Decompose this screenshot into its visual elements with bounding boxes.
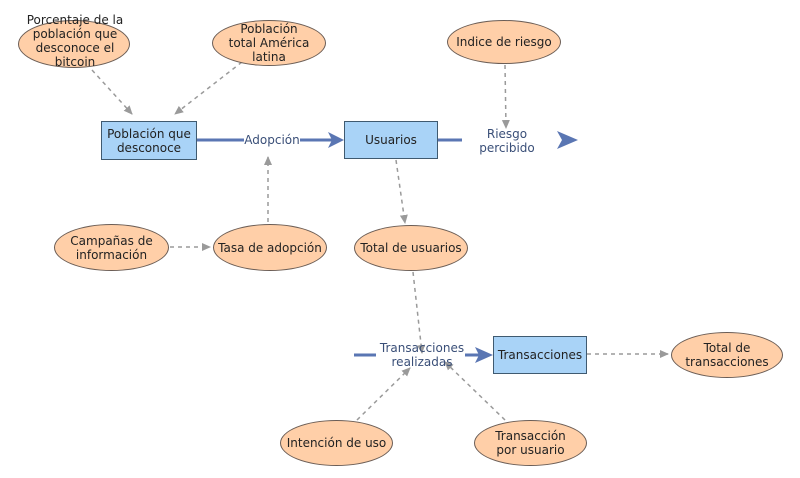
- converter-tasa-adopcion: Tasa de adopción: [213, 224, 327, 271]
- flow-label-adopcion: Adopción: [244, 133, 300, 147]
- converter-intencion-uso: Intención de uso: [280, 420, 393, 466]
- flow-arrowhead-adopcion: [328, 132, 344, 148]
- label-porcentaje: Porcentaje de la población que desconoce…: [26, 13, 124, 69]
- converter-campanas: Campañas de información: [54, 224, 169, 271]
- converter-total-transacciones: Total de transacciones: [671, 332, 783, 378]
- stock-transacciones: Transacciones: [493, 336, 587, 374]
- stock-usuarios: Usuarios: [344, 121, 438, 159]
- link-porcentaje-to-poblacion: [91, 69, 133, 115]
- flow-arrowhead-riesgo: [557, 131, 578, 149]
- flow-label-transacciones-realizadas: Transacciones realizadas: [379, 341, 465, 369]
- flow-label-riesgo-percibido: Riesgo percibido: [479, 127, 535, 155]
- link-transaccionusuario-to-transacciones: [444, 361, 506, 421]
- link-total-to-transacciones: [412, 271, 426, 354]
- converter-porcentaje: [18, 20, 130, 68]
- link-poblaciontotal-to-poblacion: [174, 61, 243, 115]
- converter-total-usuarios: Total de usuarios: [354, 225, 468, 271]
- flow-arrowhead-transacciones: [475, 347, 493, 363]
- link-indice-to-riesgo: [501, 64, 510, 129]
- link-intencion-to-transacciones: [356, 367, 411, 421]
- converter-transaccion-usuario: Transacción por usuario: [474, 420, 587, 466]
- link-usuarios-to-total: [395, 159, 408, 224]
- converter-indice-riesgo: Indice de riesgo: [447, 20, 561, 64]
- stock-poblacion-desconoce: Población que desconoce: [101, 121, 197, 160]
- converter-poblacion-total: Población total América latina: [212, 20, 326, 66]
